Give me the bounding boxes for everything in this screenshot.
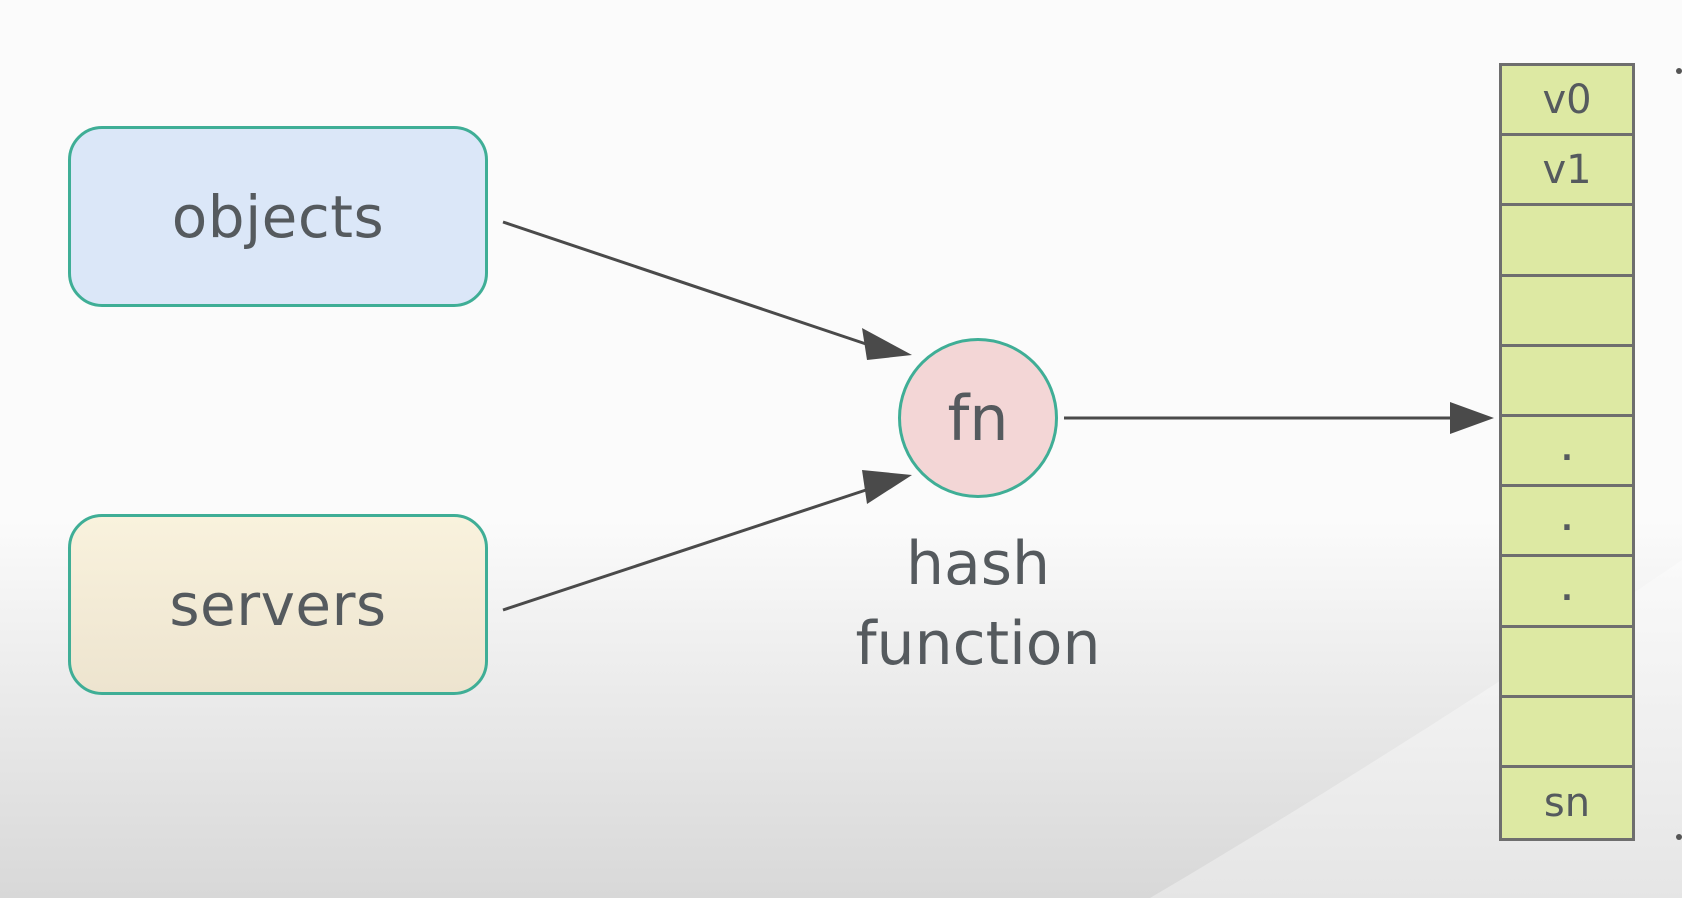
table-cell [1502,277,1632,347]
table-cell-dot: . [1502,417,1632,488]
objects-node: objects [68,126,488,307]
arrowhead-objects-to-fn [862,328,912,360]
hash-function-caption: hash function [828,524,1128,684]
caption-line-1: hash [905,529,1051,599]
arrowhead-fn-to-table [1450,402,1494,434]
caption-line-2: function [855,609,1101,679]
edge-mark-bottom [1676,834,1682,840]
table-cell: v0 [1502,66,1632,137]
table-cell-dot: . [1502,487,1632,558]
objects-label: objects [171,182,385,251]
table-cell [1502,628,1632,698]
fn-label: fn [947,381,1009,455]
arrowhead-servers-to-fn [862,470,912,504]
table-cell-dot: . [1502,557,1632,628]
edge-mark-top [1676,68,1682,74]
table-cell [1502,347,1632,417]
hash-function-node: fn [898,338,1058,498]
table-cell: sn [1543,779,1591,826]
table-cell [1502,206,1632,277]
servers-node: servers [68,514,488,695]
servers-label: servers [169,570,387,639]
table-cell: v1 [1502,136,1632,207]
arrow-objects-to-fn [502,220,873,348]
arrow-servers-to-fn [502,486,873,612]
table-cell [1502,698,1632,768]
hash-space-table: v0 v1 . . . sn [1499,63,1635,842]
